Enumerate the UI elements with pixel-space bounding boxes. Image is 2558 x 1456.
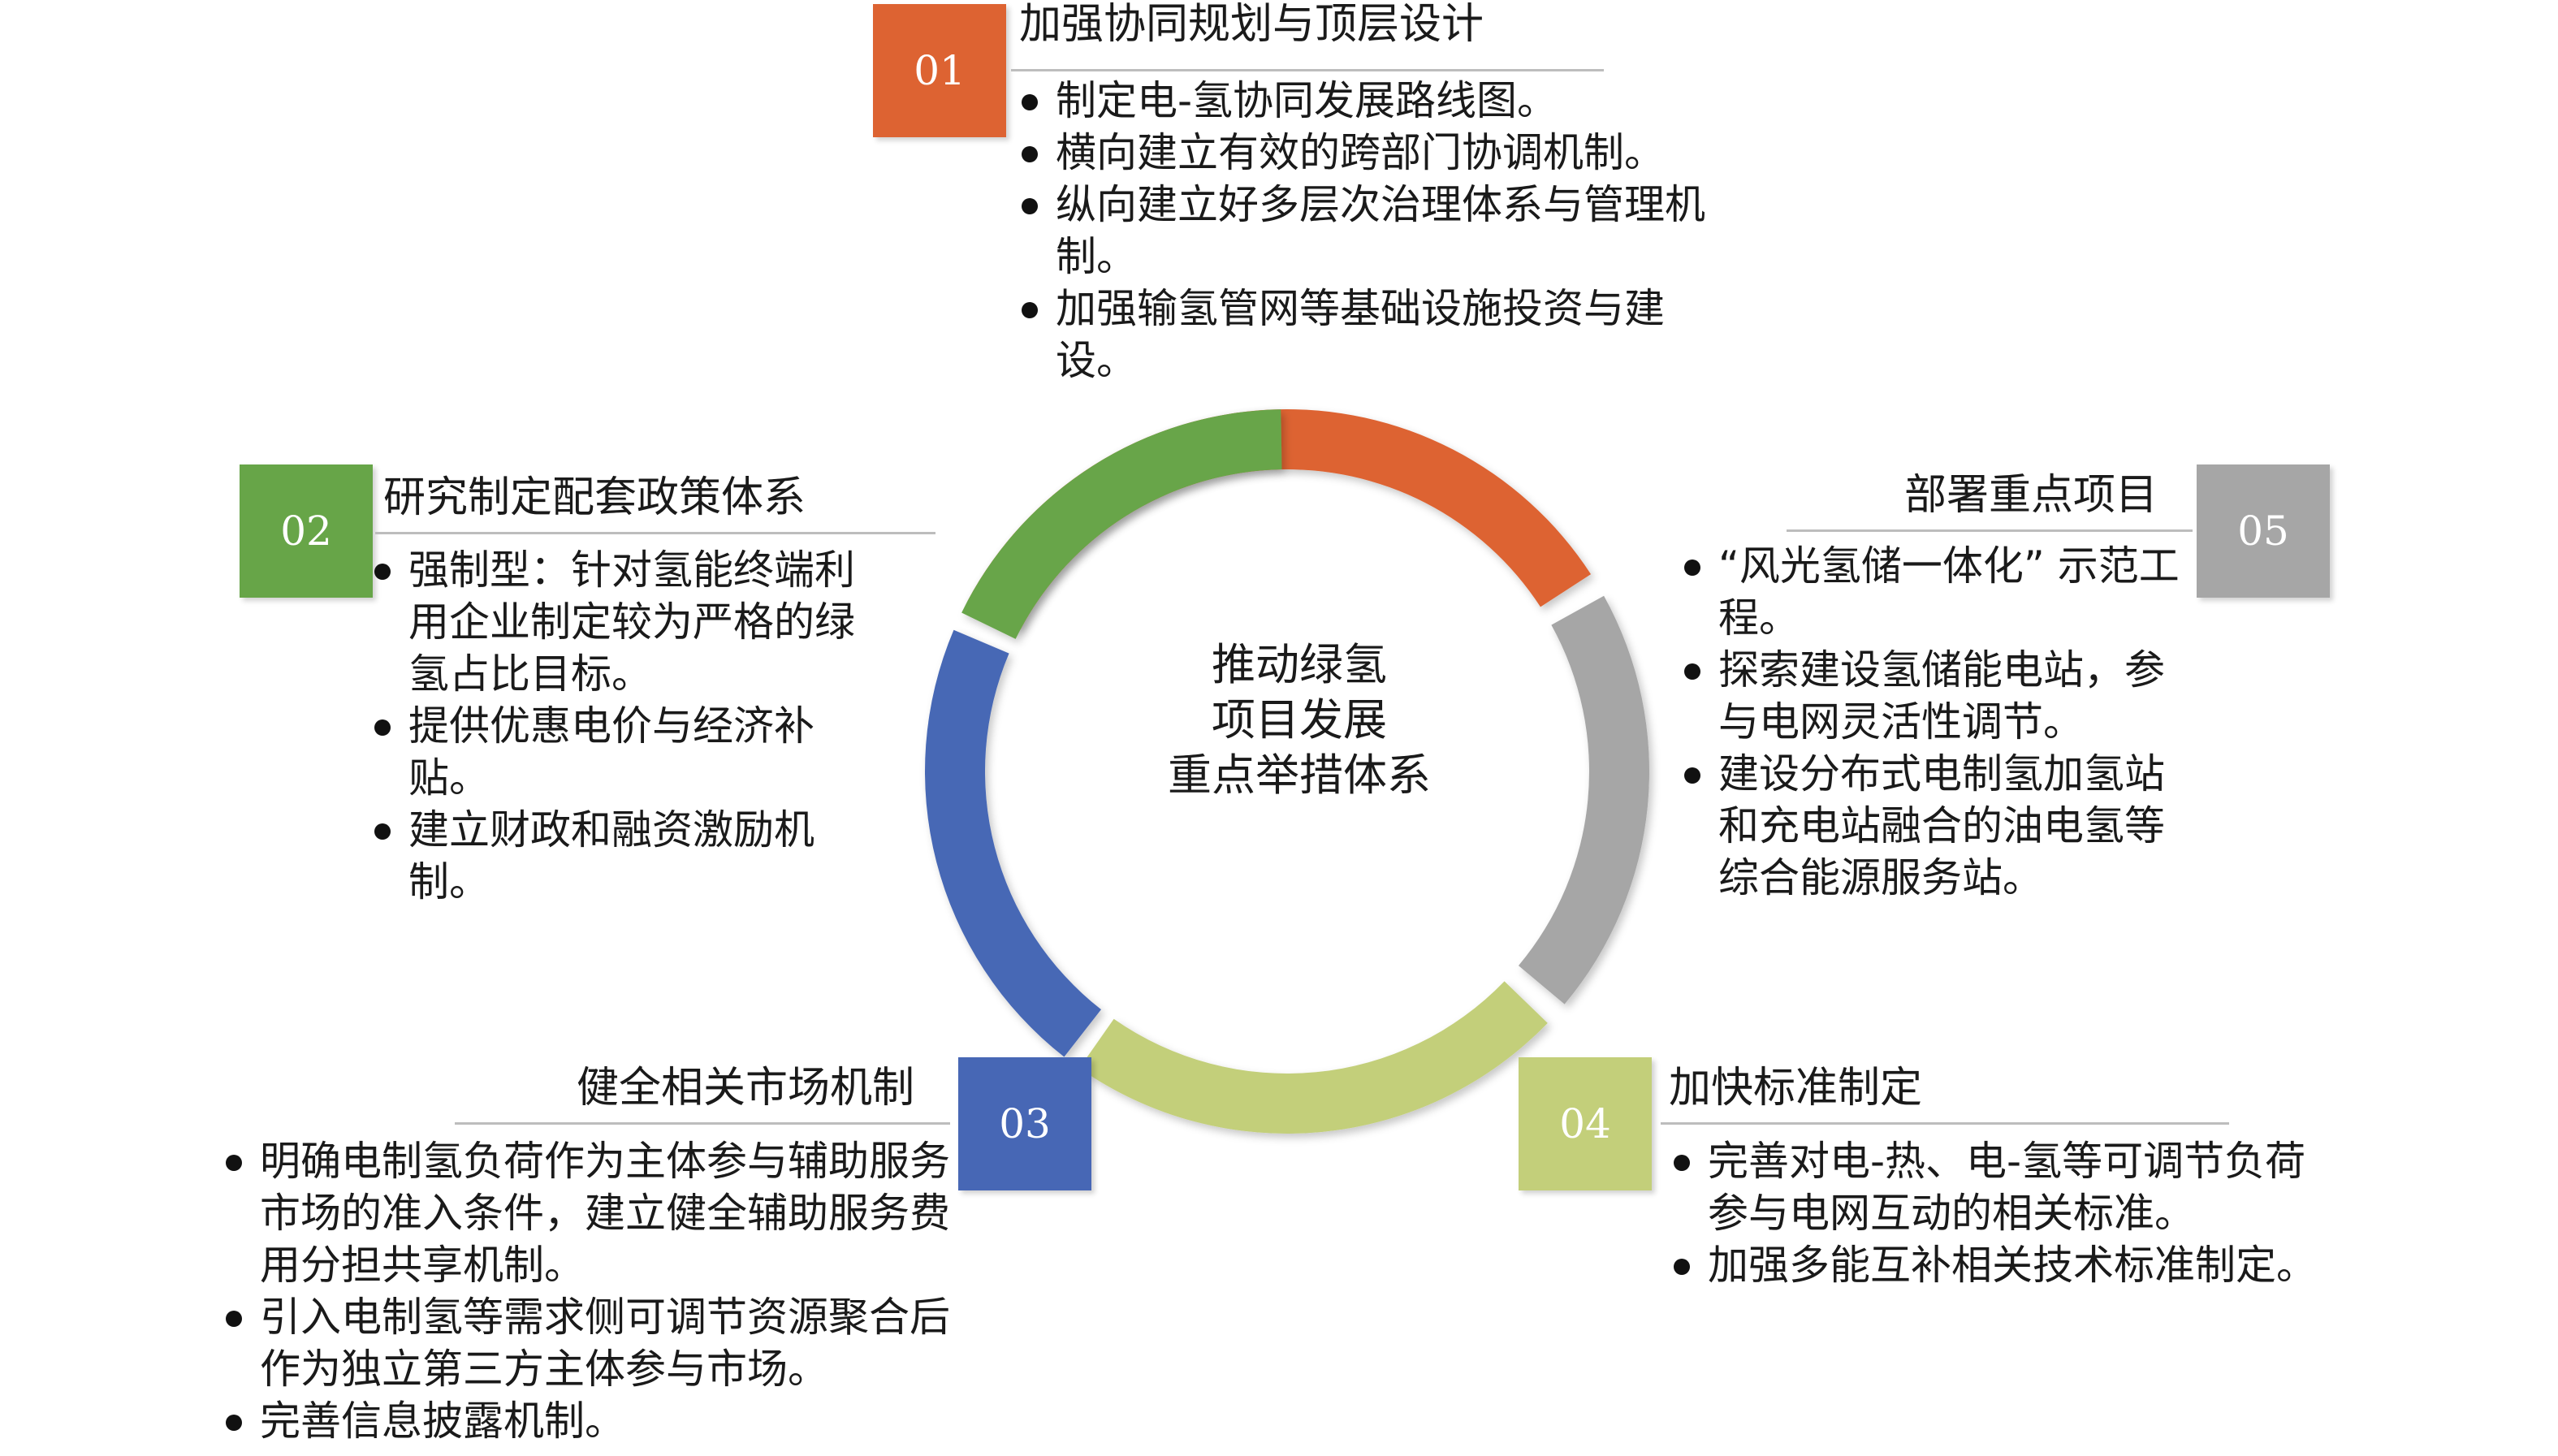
section-05-underline (1787, 529, 2193, 532)
list-item: 建设分布式电制氢加氢站和充电站融合的油电氢等综合能源服务站。 (1679, 748, 2183, 904)
section-02-title: 研究制定配套政策体系 (383, 473, 806, 522)
section-02-number-box: 02 (240, 464, 373, 598)
section-05-title: 部署重点项目 (1904, 471, 2158, 520)
ring-segment-02 (961, 409, 1282, 639)
list-item: 探索建设氢储能电站，参与电网灵活性调节。 (1679, 644, 2183, 748)
section-03-title: 健全相关市场机制 (577, 1064, 915, 1113)
section-02-number: 02 (280, 508, 332, 555)
list-item: 横向建立有效的跨部门协调机制。 (1017, 127, 1707, 179)
list-item: 完善信息披露机制。 (221, 1395, 976, 1447)
ring-segment-05 (1518, 595, 1650, 1005)
list-item: “风光氢储一体化” 示范工程。 (1679, 540, 2183, 644)
ring-segment-04 (1079, 981, 1548, 1134)
list-item: 纵向建立好多层次治理体系与管理机制。 (1017, 179, 1707, 283)
section-04-number: 04 (1559, 1100, 1611, 1147)
section-04-title: 加快标准制定 (1669, 1064, 1923, 1113)
section-01-title: 加强协同规划与顶层设计 (1019, 0, 1484, 49)
list-item: 制定电-氢协同发展路线图。 (1017, 75, 1707, 127)
center-label: 推动绿氢 项目发展 重点举措体系 (1121, 637, 1478, 803)
section-02-list: 强制型：针对氢能终端利用企业制定较为严格的绿氢占比目标。 提供优惠电价与经济补贴… (369, 544, 889, 908)
section-05-list: “风光氢储一体化” 示范工程。 探索建设氢储能电站，参与电网灵活性调节。 建设分… (1679, 540, 2183, 904)
section-03-underline (455, 1122, 950, 1125)
section-01-number: 01 (914, 47, 966, 94)
section-04-underline (1661, 1122, 2229, 1125)
center-line-3: 重点举措体系 (1168, 750, 1431, 801)
section-03-list: 明确电制氢负荷作为主体参与辅助服务市场的准入条件，建立健全辅助服务费用分担共享机… (221, 1135, 976, 1447)
list-item: 引入电制氢等需求侧可调节资源聚合后作为独立第三方主体参与市场。 (221, 1291, 976, 1395)
section-01-number-box: 01 (873, 4, 1006, 137)
section-02-underline (375, 532, 935, 534)
list-item: 提供优惠电价与经济补贴。 (369, 700, 889, 804)
list-item: 建立财政和融资激励机制。 (369, 804, 889, 908)
section-01-underline (1011, 69, 1604, 71)
center-line-2: 项目发展 (1212, 694, 1387, 745)
list-item: 强制型：针对氢能终端利用企业制定较为严格的绿氢占比目标。 (369, 544, 889, 700)
list-item: 明确电制氢负荷作为主体参与辅助服务市场的准入条件，建立健全辅助服务费用分担共享机… (221, 1135, 976, 1291)
section-05-number-box: 05 (2197, 464, 2330, 598)
list-item: 加强输氢管网等基础设施投资与建设。 (1017, 283, 1707, 387)
list-item: 加强多能互补相关技术标准制定。 (1669, 1239, 2343, 1291)
section-01-list: 制定电-氢协同发展路线图。 横向建立有效的跨部门协调机制。 纵向建立好多层次治理… (1017, 75, 1707, 387)
center-line-1: 推动绿氢 (1212, 639, 1387, 690)
list-item: 完善对电-热、电-氢等可调节负荷参与电网互动的相关标准。 (1669, 1135, 2343, 1239)
section-04-number-box: 04 (1519, 1057, 1652, 1190)
section-04-list: 完善对电-热、电-氢等可调节负荷参与电网互动的相关标准。 加强多能互补相关技术标… (1669, 1135, 2343, 1291)
section-03-number-box: 03 (958, 1057, 1091, 1190)
ring-segment-03 (925, 629, 1101, 1057)
section-03-number: 03 (999, 1100, 1051, 1147)
section-05-number: 05 (2237, 508, 2289, 555)
